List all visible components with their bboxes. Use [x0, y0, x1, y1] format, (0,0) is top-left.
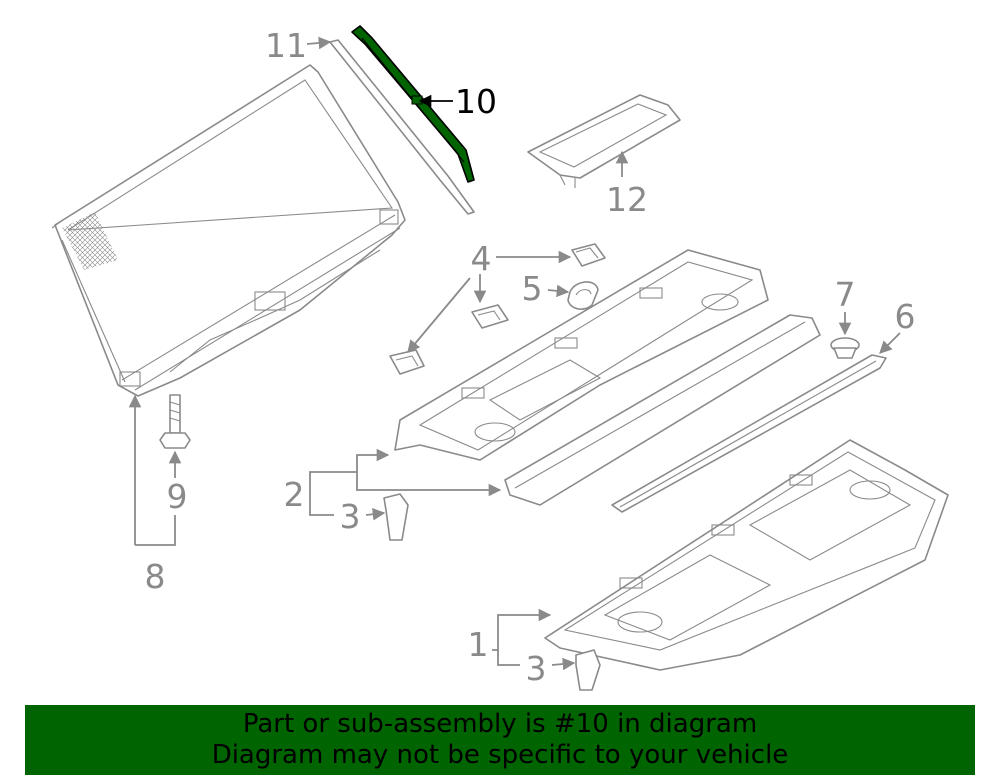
callout-2: 2	[284, 475, 305, 514]
part-8-roller-blind	[51, 64, 406, 397]
banner-line-1: Part or sub-assembly is #10 in diagram	[242, 709, 758, 739]
part-3-clip-upper	[383, 493, 409, 541]
info-banner: Part or sub-assembly is #10 in diagram D…	[25, 705, 975, 775]
part-2-cover	[504, 314, 821, 506]
callout-10: 10	[455, 82, 497, 121]
part-4-clip-c	[389, 349, 425, 375]
callout-3-lower: 3	[526, 649, 547, 688]
callout-3-upper: 3	[340, 497, 361, 536]
callout-8: 8	[145, 557, 166, 596]
callout-12: 12	[606, 180, 648, 219]
part-9-bolt	[159, 394, 191, 449]
callout-11: 11	[265, 26, 307, 65]
part-1-lower-shelf	[544, 439, 949, 671]
callout-6: 6	[895, 297, 916, 336]
part-4-clip-a	[571, 243, 606, 267]
callout-labels: 1 2 3 3 4 5 6 7 8 9 10 11 12	[145, 26, 916, 688]
part-5-hook	[567, 281, 599, 310]
part-4-clip-b	[471, 304, 509, 329]
part-7-plug	[830, 337, 860, 359]
banner-line-2: Diagram may not be specific to your vehi…	[211, 740, 789, 770]
part-6-trim	[611, 354, 887, 513]
callout-5: 5	[522, 269, 543, 308]
part-12-tray	[527, 94, 681, 188]
part-11-seal	[329, 39, 475, 215]
callout-7: 7	[835, 275, 856, 314]
part-2-upper-shelf	[394, 249, 769, 461]
part-3-clip-lower	[575, 649, 601, 691]
callout-4: 4	[471, 239, 492, 278]
callout-1: 1	[468, 625, 489, 664]
parts-diagram: 1 2 3 3 4 5 6 7 8 9 10 11 12	[51, 25, 949, 691]
leader-lines	[128, 36, 901, 671]
callout-9: 9	[167, 477, 188, 516]
